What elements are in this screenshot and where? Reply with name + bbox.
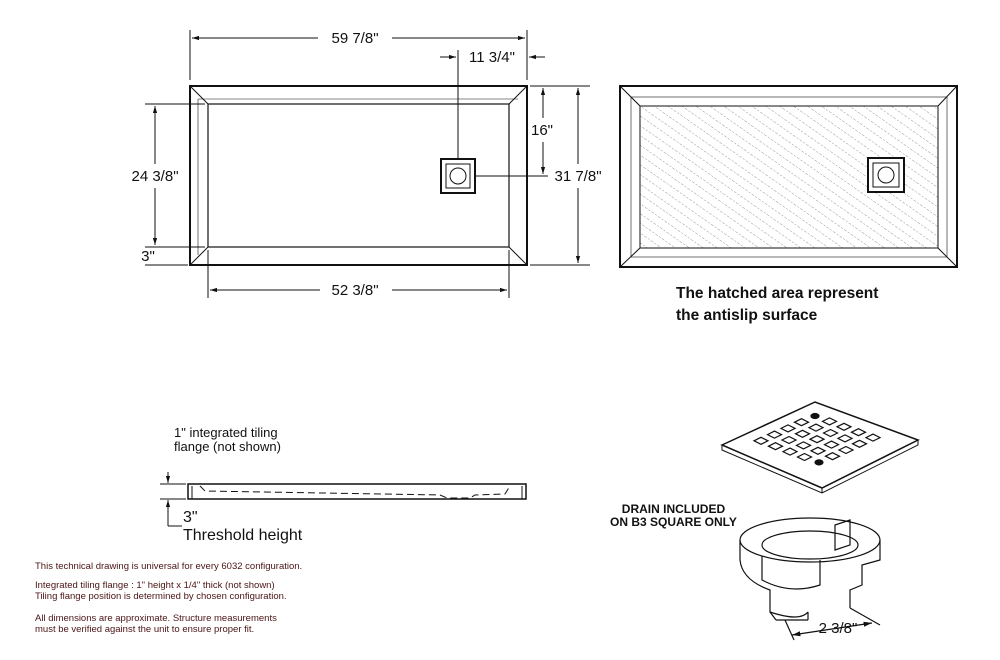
dim-drain-offset: 11 3/4"	[469, 49, 515, 66]
note-flange-position: Tiling flange position is determined by …	[35, 591, 287, 602]
grate-slot	[781, 447, 799, 456]
grate-slot	[824, 452, 841, 461]
note-flange-size: Integrated tiling flange : 1" height x 1…	[35, 580, 275, 591]
grate-hole	[814, 459, 824, 466]
drain-label-line: ON B3 SQUARE ONLY	[610, 515, 737, 529]
grate-slot	[823, 440, 840, 449]
dim-threshold: 3"	[141, 248, 155, 265]
note-universal: This technical drawing is universal for …	[35, 561, 303, 572]
grate-slot	[795, 441, 812, 450]
grate-hole	[810, 412, 820, 420]
note-approximate: All dimensions are approximate. Structur…	[35, 613, 277, 624]
caption-line: the antislip surface	[676, 307, 818, 324]
threshold-label: Threshold height	[183, 527, 303, 544]
flange-label-line: 1" integrated tiling	[174, 425, 278, 440]
grate-slot	[837, 445, 855, 455]
grate-slot	[836, 434, 854, 443]
dim-drain-from-top: 16"	[531, 122, 553, 139]
grate-slot	[767, 442, 784, 451]
drain-grate	[720, 401, 920, 494]
hatched-caption: The hatched area represent the antislip …	[676, 283, 878, 327]
grate-slot	[821, 417, 838, 426]
grate-slot	[793, 418, 810, 427]
grate-slot	[822, 428, 839, 438]
dim-drain-diameter: 2 3/8"	[819, 620, 858, 637]
side-view	[160, 472, 527, 527]
dim-overall-length: 59 7/8"	[331, 30, 378, 47]
drain-label: DRAIN INCLUDED ON B3 SQUARE ONLY	[610, 503, 737, 529]
drain-body	[739, 517, 881, 641]
grate-slot	[808, 435, 826, 444]
grate-slot	[850, 428, 867, 437]
caption-line: The hatched area represent	[676, 285, 879, 302]
flange-label-line: flange (not shown)	[174, 439, 281, 454]
threshold-value: 3"	[183, 509, 198, 526]
grate-slot	[752, 436, 770, 445]
grate-slot	[851, 439, 868, 448]
dim-overall-width: 31 7/8"	[554, 168, 601, 185]
grate-slot	[779, 424, 797, 433]
grate-slot	[780, 435, 798, 445]
grate-slot	[835, 422, 853, 431]
drain-square	[440, 158, 476, 194]
note-verify: must be verified against the unit to ens…	[35, 624, 255, 635]
dimension-lines	[145, 30, 590, 298]
drain-label-line: DRAIN INCLUDED	[621, 502, 726, 516]
dim-inner-width: 24 3/8"	[131, 168, 178, 185]
hatched-view-tray	[619, 85, 958, 268]
dim-inner-length: 52 3/8"	[331, 282, 378, 299]
grate-slot	[864, 433, 882, 442]
grate-slot	[807, 423, 825, 432]
grate-slot	[796, 452, 813, 462]
flange-label: 1" integrated tiling flange (not shown)	[174, 426, 281, 454]
grate-slot	[809, 446, 827, 455]
grate-slot	[766, 430, 783, 439]
grate-slot	[794, 429, 811, 438]
